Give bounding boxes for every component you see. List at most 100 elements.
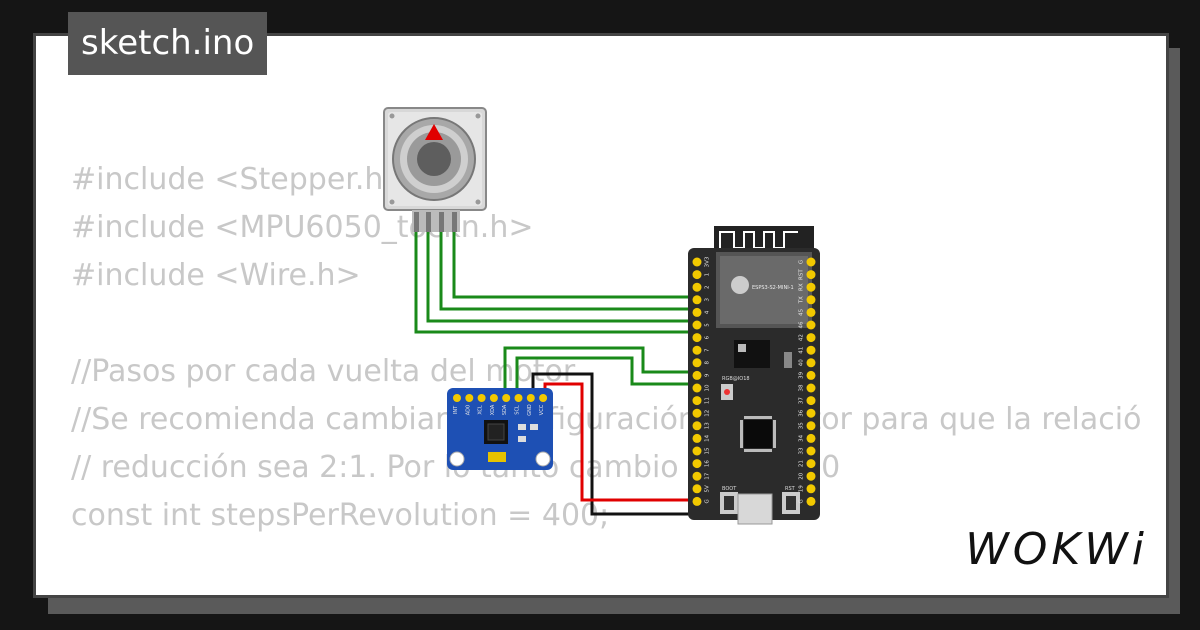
board-pin-label: 40 <box>799 359 805 366</box>
board-pin-left[interactable] <box>692 282 702 292</box>
rst-label: RST <box>785 486 796 492</box>
board-pin-label: 5V <box>705 485 711 492</box>
boot-label: BOOT <box>722 486 737 492</box>
sensor-pin[interactable] <box>526 394 535 402</box>
esp32-s2-board[interactable]: ESPS3-S2-MINI-1 RGB@IO18 BOOT RST 3V3123… <box>688 226 820 525</box>
board-pin-label: 7 <box>705 348 711 352</box>
sensor-pin-label: VCC <box>539 404 545 415</box>
board-pin-right[interactable] <box>806 295 816 305</box>
board-pin-label: 39 <box>799 371 805 378</box>
code-preview: #include <Stepper.h> #include <MPU6050_t… <box>71 156 1141 540</box>
board-pin-left[interactable] <box>692 446 702 456</box>
sensor-pin[interactable] <box>514 394 523 402</box>
board-pin-label: 41 <box>799 347 805 354</box>
board-pin-label: 5 <box>705 323 711 327</box>
sensor-pin-label: SDA <box>502 404 508 415</box>
board-pin-left[interactable] <box>692 370 702 380</box>
board-pin-right[interactable] <box>806 433 816 443</box>
board-pin-label: TX <box>799 296 805 304</box>
board-pin-left[interactable] <box>692 433 702 443</box>
board-pin-right[interactable] <box>806 358 816 368</box>
board-pin-label: 14 <box>705 434 711 441</box>
board-pin-left[interactable] <box>692 345 702 355</box>
board-pin-right[interactable] <box>806 307 816 317</box>
board-pin-right[interactable] <box>806 257 816 267</box>
rgb-led-label: RGB@IO18 <box>722 376 750 382</box>
board-pin-label: 20 <box>799 472 805 479</box>
board-pin-label: 42 <box>799 334 805 341</box>
board-pin-label: 13 <box>705 422 711 429</box>
board-pin-left[interactable] <box>692 383 702 393</box>
board-pin-left[interactable] <box>692 396 702 406</box>
board-pin-label: 34 <box>799 434 805 441</box>
board-pin-right[interactable] <box>806 484 816 494</box>
code-line: #include <Wire.h> <box>71 258 361 293</box>
board-pin-right[interactable] <box>806 370 816 380</box>
sensor-pin[interactable] <box>489 394 498 402</box>
board-pin-label: 37 <box>799 397 805 404</box>
board-pin-left[interactable] <box>692 333 702 343</box>
preview-card: #include <Stepper.h> #include <MPU6050_t… <box>33 33 1169 598</box>
board-pin-right[interactable] <box>806 421 816 431</box>
board-pin-left[interactable] <box>692 270 702 280</box>
sensor-pin[interactable] <box>453 394 461 402</box>
board-pin-label: RST <box>799 269 805 280</box>
board-pin-right[interactable] <box>806 408 816 418</box>
sensor-pin-label: INT <box>453 405 459 414</box>
board-pin-left[interactable] <box>692 295 702 305</box>
direction-arrow-icon <box>425 124 443 140</box>
board-pin-label: 45 <box>799 308 805 315</box>
board-pin-label: 9 <box>705 373 711 377</box>
board-pin-right[interactable] <box>806 270 816 280</box>
wokwi-logo: WOKWi <box>965 524 1148 575</box>
sensor-pin[interactable] <box>502 394 511 402</box>
board-pin-right[interactable] <box>806 496 816 506</box>
board-pin-label: 3V3 <box>705 256 711 267</box>
board-pin-left[interactable] <box>692 471 702 481</box>
board-pin-label: 21 <box>799 460 805 467</box>
stepper-motor[interactable] <box>383 107 487 232</box>
board-pin-label: 35 <box>799 422 805 429</box>
board-pin-label: 19 <box>799 485 805 492</box>
board-pin-label: G <box>799 499 805 503</box>
board-pin-label: G <box>799 260 805 264</box>
board-pin-right[interactable] <box>806 282 816 292</box>
code-line: #include <MPU6050_tockn.h> <box>71 210 534 245</box>
code-line: //Pasos por cada vuelta del motor <box>71 354 576 389</box>
board-pin-right[interactable] <box>806 320 816 330</box>
board-pin-left[interactable] <box>692 421 702 431</box>
chip-label: ESPS3-S2-MINI-1 <box>752 285 794 291</box>
sensor-pin[interactable] <box>477 394 486 402</box>
board-pin-left[interactable] <box>692 257 702 267</box>
board-pin-right[interactable] <box>806 345 816 355</box>
board-pin-left[interactable] <box>692 459 702 469</box>
board-pin-right[interactable] <box>806 446 816 456</box>
board-pin-label: 15 <box>705 447 711 454</box>
board-pin-left[interactable] <box>692 320 702 330</box>
code-line: const int stepsPerRevolution = 400; <box>71 498 610 533</box>
sensor-pin-label: XCL <box>478 405 484 415</box>
board-pin-label: 33 <box>799 447 805 454</box>
board-pin-right[interactable] <box>806 333 816 343</box>
stepper-wires <box>414 230 697 334</box>
board-pin-right[interactable] <box>806 459 816 469</box>
usb-port <box>737 493 773 525</box>
board-pin-left[interactable] <box>692 496 702 506</box>
sensor-pin[interactable] <box>465 394 474 402</box>
sensor-pin[interactable] <box>539 394 548 402</box>
sketch-title: sketch.ino <box>68 12 268 75</box>
board-pin-right[interactable] <box>806 471 816 481</box>
board-pin-left[interactable] <box>692 358 702 368</box>
board-pin-right[interactable] <box>806 396 816 406</box>
board-pin-label: 16 <box>705 460 711 467</box>
board-pin-left[interactable] <box>692 307 702 317</box>
board-pin-left[interactable] <box>692 408 702 418</box>
board-pin-label: 10 <box>705 384 711 391</box>
board-pin-label: RX <box>799 283 805 291</box>
board-pin-label: 46 <box>799 321 805 328</box>
board-pin-left[interactable] <box>692 484 702 494</box>
board-pin-right[interactable] <box>806 383 816 393</box>
